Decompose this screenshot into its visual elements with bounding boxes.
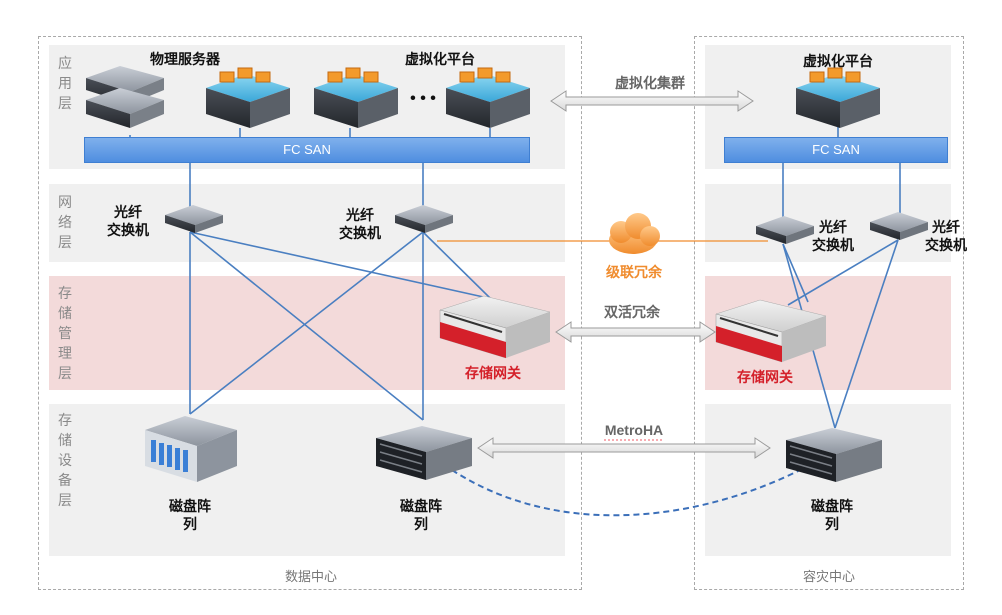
fiber-switch-icon-3 <box>756 216 814 244</box>
cascade-cloud-icon <box>609 213 660 254</box>
fiber-switch-label-4: 光纤 交换机 <box>925 219 967 253</box>
vmware-server-icon-4 <box>796 67 880 128</box>
storage-gateway-label-right: 存储网关 <box>737 369 793 385</box>
disk-array-icon-3 <box>786 428 882 482</box>
virt-platform-label-right: 虚拟化平台 <box>803 53 873 69</box>
fiber-switch-label-1: 光纤 交换机 <box>107 204 149 238</box>
band-network-left <box>49 184 565 262</box>
fiber-switch-label-3: 光纤 交换机 <box>812 219 854 253</box>
data-center-box <box>38 36 582 590</box>
vmware-server-icon-1 <box>206 67 290 128</box>
active-active-arrow <box>555 321 716 343</box>
fiber-switch-label-2: 光纤 交换机 <box>339 207 381 241</box>
band-storage-device-left <box>49 404 565 556</box>
storage-gateway-label-left: 存储网关 <box>465 365 521 381</box>
ellipsis-dots: • • • <box>410 90 436 107</box>
metroha-arrow <box>477 437 771 459</box>
metroha-label: MetroHA <box>604 422 664 438</box>
data-center-label: 数据中心 <box>284 569 337 584</box>
metroha-dashed-curve <box>451 469 801 517</box>
virt-cluster-arrow <box>550 90 754 112</box>
layer-label-storage-device: 存储设备层 <box>58 412 72 508</box>
virt-cluster-label: 虚拟化集群 <box>615 75 685 91</box>
fiber-switch-icon-2 <box>395 205 453 233</box>
physical-server-icon <box>86 66 164 128</box>
fiber-switch-icon-4 <box>870 212 928 240</box>
storage-gateway-icon-right <box>715 299 827 363</box>
disk-array-label-2: 磁盘阵 列 <box>400 498 442 532</box>
physical-server-label: 物理服务器 <box>150 51 220 67</box>
disk-array-icon-1 <box>145 416 237 482</box>
fc-san-bar-right: FC SAN <box>724 137 948 163</box>
fiber-switch-icon-1 <box>165 205 223 233</box>
fc-san-bar-left: FC SAN <box>84 137 530 163</box>
cascade-redundancy-label: 级联冗余 <box>606 264 662 280</box>
arrows <box>477 90 771 459</box>
layer-label-storage-mgmt: 存储管理层 <box>58 285 72 381</box>
layer-label-network: 网络层 <box>58 194 72 250</box>
dr-center-label: 容灾中心 <box>802 569 855 584</box>
disk-array-label-1: 磁盘阵 列 <box>169 498 211 532</box>
active-active-label: 双活冗余 <box>604 304 660 320</box>
vmware-server-icon-3 <box>446 67 530 128</box>
disk-array-label-3: 磁盘阵 列 <box>811 498 853 532</box>
storage-gateway-icon-left <box>439 295 551 359</box>
blue-links-left <box>129 128 491 421</box>
dr-center-box <box>694 36 964 590</box>
virt-platform-label-left: 虚拟化平台 <box>405 51 475 67</box>
layer-label-application: 应用层 <box>58 55 72 111</box>
vmware-server-icon-2 <box>314 67 398 128</box>
disk-array-icon-2 <box>376 426 472 480</box>
